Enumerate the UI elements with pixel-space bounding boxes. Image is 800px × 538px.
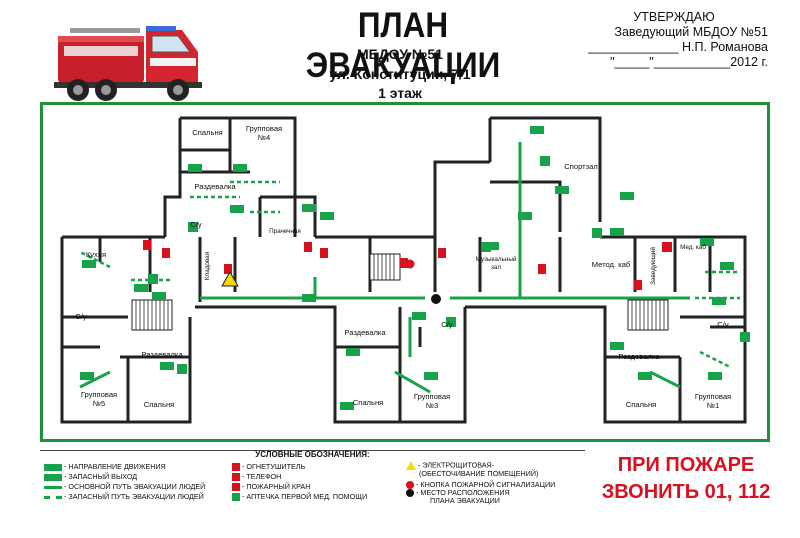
spare-path-icon [44,495,62,499]
room-su-left: С/у [75,312,87,321]
room-gruppovaya1: Групповая №1 [685,392,741,410]
fire-truck-image [50,12,210,104]
approval-line-1: УТВЕРЖДАЮ [633,10,715,24]
room-kuhnya: Кухня [85,250,107,259]
room-zaveduyuschiy: Заведующий [650,247,657,285]
room-gruppovaya5-a: Групповая [80,390,118,399]
org-name: МБДОУ №51 [356,46,444,62]
room-muz: Музыкальный зал [468,256,524,272]
fire-warning-line-1: ПРИ ПОЖАРЕ [617,454,755,476]
room-gruppovaya5: Групповая №5 [74,390,124,408]
spare-exit-icon [44,473,62,481]
room-gruppovaya3: Групповая №3 [404,392,460,410]
legend-first-aid-label: - АПТЕЧКА ПЕРВОЙ МЕД. ПОМОЩИ [242,492,368,501]
room-spalnya-top: Спальня [192,128,223,137]
fire-hydrant-icon [232,483,240,492]
legend-item-phone: - ТЕЛЕФОН [232,472,282,482]
room-su-top: С/у [190,220,202,229]
electrical-warning-icon [406,461,416,470]
room-spalnya-right: Спальня [625,400,657,409]
room-sportzal: Спортзал [564,162,598,171]
room-spalnya-left: Спальня [143,400,175,409]
legend-electrical-label-b: (ОБЕСТОЧИВАНИЕ ПОМЕЩЕНИЙ) [419,469,539,478]
legend-location-label-a: - МЕСТО РАСПОЛОЖЕНИЯ [416,488,510,497]
approval-line-3: _____________ Н.П. Романова [588,40,768,54]
room-kladovaya: Кладовая [204,251,211,281]
approval-line-4: "_____"___________2012 г. [610,55,768,69]
legend-location-label-b: ПЛАНА ЭВАКУАЦИИ [430,496,500,506]
fire-warning: ПРИ ПОЖАРЕ ЗВОНИТЬ 01, 112 [588,452,784,506]
legend-alarm-button-label: - КНОПКА ПОЖАРНОЙ СИГНАЛИЗАЦИИ [416,480,556,489]
room-spalnya-mid: Спальня [352,398,384,407]
first-aid-icon [232,493,240,502]
room-gruppovaya1-a: Групповая [694,392,732,401]
legend: УСЛОВНЫЕ ОБОЗНАЧЕНИЯ: - НАПРАВЛЕНИЕ ДВИЖ… [40,450,585,506]
floor-label: 1 этаж [378,85,422,101]
room-gruppovaya4-a: Групповая [245,124,283,133]
room-gruppovaya4-b: №4 [257,133,271,142]
legend-item-extinguisher: - ОГНЕТУШИТЕЛЬ [232,462,306,472]
legend-item-alarm-button: - КНОПКА ПОЖАРНОЙ СИГНАЛИЗАЦИИ [406,480,556,490]
room-razdevalka-top: Раздевалка [194,182,236,191]
room-gruppovaya3-a: Групповая [413,392,451,401]
alarm-button-icon [406,481,414,490]
phone-icon [232,473,240,482]
fire-extinguisher-icon [232,463,240,472]
room-prachechnaya: Прачечная [269,228,301,235]
approval-line-2: Заведующий МБДОУ №51 [614,25,768,39]
floor-plan: Спальня Групповая №4 Раздевалка С/у Прач… [40,102,770,442]
legend-item-spare-path: - ЗАПАСНЫЙ ПУТЬ ЭВАКУАЦИИ ЛЮДЕЙ [44,492,204,501]
legend-direction-label: - НАПРАВЛЕНИЕ ДВИЖЕНИЯ [64,462,166,471]
room-gruppovaya1-b: №1 [706,401,720,410]
room-gruppovaya4: Групповая №4 [238,124,290,142]
room-su-right: С/у [717,320,729,329]
address: ул. Конституции, 7/1 [329,66,471,82]
legend-phone-label: - ТЕЛЕФОН [242,472,282,481]
legend-item-direction: - НАПРАВЛЕНИЕ ДВИЖЕНИЯ [44,462,166,471]
legend-electrical-label-a: - ЭЛЕКТРОЩИТОВАЯ- [418,460,495,470]
plan-title: ПЛАН ЭВАКУАЦИИ [305,6,501,85]
legend-item-main-path: - ОСНОВНОЙ ПУТЬ ЭВАКУАЦИИ ЛЮДЕЙ [44,482,205,491]
legend-item-first-aid: - АПТЕЧКА ПЕРВОЙ МЕД. ПОМОЩИ [232,492,368,502]
room-metod: Метод. каб [591,260,631,269]
room-muz-a: Музыкальный [475,256,517,263]
room-razdevalka-left: Раздевалка [141,350,183,359]
legend-hydrant-label: - ПОЖАРНЫЙ КРАН [242,482,311,491]
room-gruppovaya3-b: №3 [425,401,439,410]
legend-item-location: - МЕСТО РАСПОЛОЖЕНИЯ ПЛАНА ЭВАКУАЦИИ [406,489,510,505]
room-su-mid: С/у [441,320,453,329]
legend-spare-path-label: - ЗАПАСНЫЙ ПУТЬ ЭВАКУАЦИИ ЛЮДЕЙ [64,492,204,501]
legend-spare-exit-label: - ЗАПАСНЫЙ ВЫХОД [64,472,138,481]
approval-block: УТВЕРЖДАЮ Заведующий МБДОУ №51 _________… [560,10,768,70]
fire-warning-line-2: ЗВОНИТЬ 01, 112 [601,481,771,503]
legend-extinguisher-label: - ОГНЕТУШИТЕЛЬ [242,462,306,471]
room-razdevalka-mid: Раздевалка [344,328,386,337]
legend-item-hydrant: - ПОЖАРНЫЙ КРАН [232,482,311,492]
legend-title: УСЛОВНЫЕ ОБОЗНАЧЕНИЯ: [255,450,370,459]
legend-main-path-label: - ОСНОВНОЙ ПУТЬ ЭВАКУАЦИИ ЛЮДЕЙ [64,482,206,491]
legend-item-electrical: - ЭЛЕКТРОЩИТОВАЯ- (ОБЕСТОЧИВАНИЕ ПОМЕЩЕН… [406,461,538,478]
room-med: Мед. каб [680,244,706,251]
direction-icon [44,463,62,471]
room-muz-b: зал [490,264,502,271]
main-path-icon [44,485,62,489]
room-gruppovaya5-b: №5 [92,399,106,408]
location-marker-icon [406,489,414,498]
room-razdevalka-right: Раздевалка [618,352,660,361]
legend-item-spare-exit: - ЗАПАСНЫЙ ВЫХОД [44,472,137,481]
